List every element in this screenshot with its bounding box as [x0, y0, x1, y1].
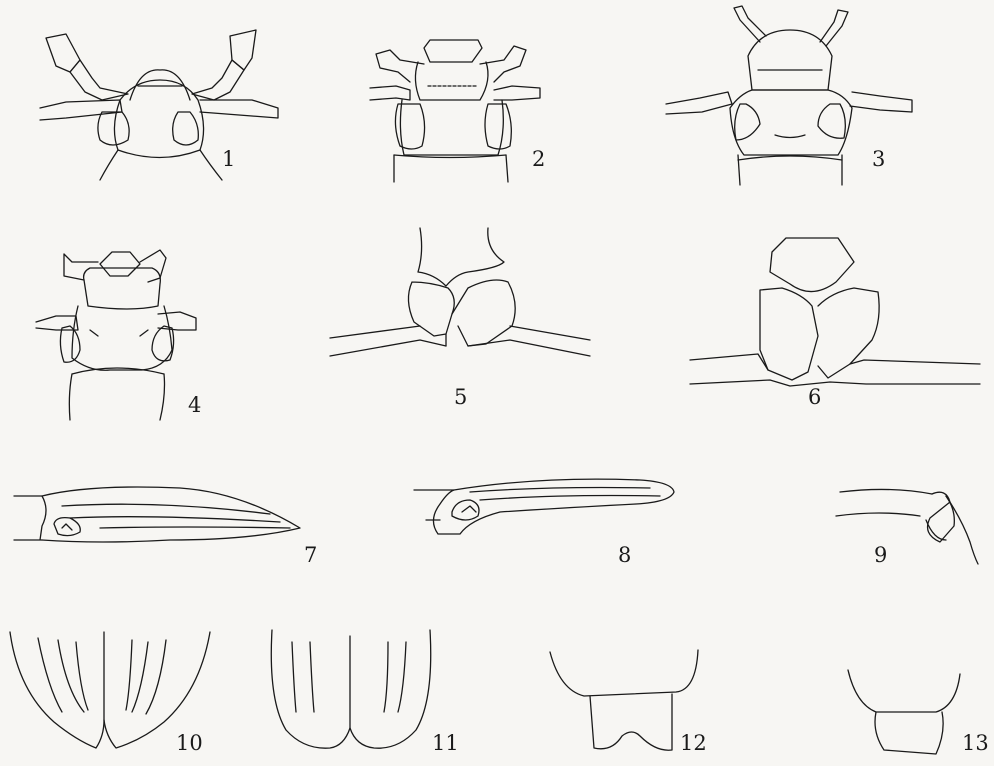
figure-9-process-detail: 9	[836, 489, 978, 567]
figure-11-elytra-apex: 11	[271, 630, 458, 755]
figure-2-head-dorsal: 2	[370, 40, 545, 182]
figure-13-abdominal-apex: 13	[848, 670, 989, 755]
figure-label-6: 6	[808, 385, 821, 409]
figure-6-sternum-detail: 6	[690, 238, 980, 409]
figure-label-3: 3	[872, 147, 885, 171]
figure-12-abdominal-apex: 12	[550, 650, 707, 755]
figure-label-4: 4	[188, 393, 201, 417]
figure-4-head-dorsal: 4	[36, 250, 201, 420]
figure-label-8: 8	[618, 543, 631, 567]
figure-3-head-dorsal: 3	[666, 6, 912, 185]
figure-label-13: 13	[962, 731, 989, 755]
figure-1-head-dorsal: 1	[40, 30, 278, 180]
figure-label-10: 10	[176, 731, 203, 755]
figure-label-1: 1	[222, 147, 235, 171]
figure-7-elytron-lateral: 7	[14, 487, 317, 567]
figure-8-elytron-lateral: 8	[414, 479, 674, 567]
figure-5-sternum-detail: 5	[330, 228, 590, 409]
figure-label-12: 12	[680, 731, 707, 755]
figure-10-elytra-apex: 10	[10, 632, 210, 755]
figure-label-2: 2	[532, 147, 545, 171]
figure-label-11: 11	[432, 731, 459, 755]
figure-label-7: 7	[304, 543, 317, 567]
figure-label-9: 9	[874, 543, 887, 567]
figure-label-5: 5	[454, 385, 467, 409]
